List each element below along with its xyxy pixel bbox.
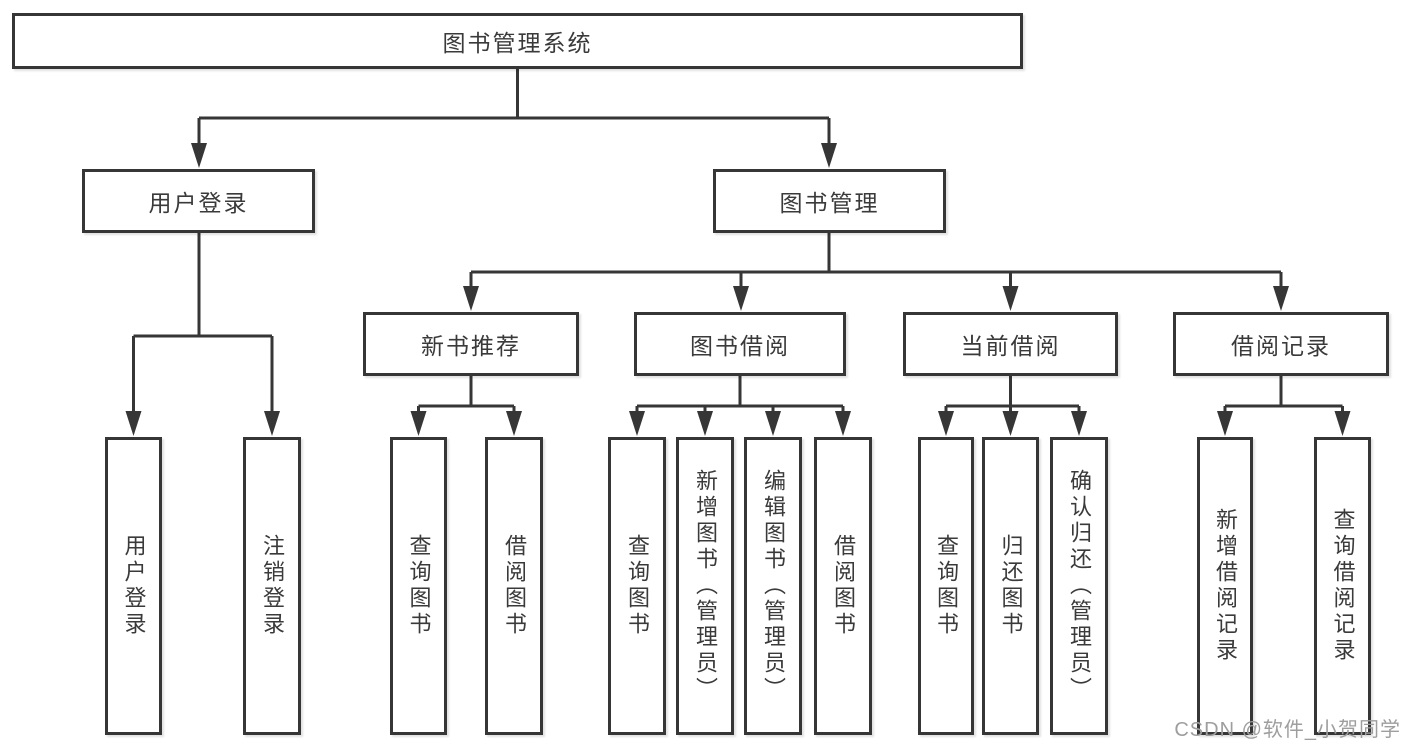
connector-paths	[132, 68, 1344, 414]
arrowheads	[125, 143, 1351, 436]
node-query-borrow-record: 查询借阅记录	[1314, 437, 1371, 735]
node-book-management: 图书管理	[713, 169, 946, 233]
node-borrow-books-borrowing: 借阅图书	[814, 437, 872, 735]
node-borrowing-records: 借阅记录	[1173, 312, 1389, 376]
node-confirm-return-admin: 确认归还（管理员）	[1050, 437, 1108, 735]
node-return-books: 归还图书	[982, 437, 1039, 735]
node-query-books-current: 查询图书	[918, 437, 974, 735]
node-current-borrowing: 当前借阅	[903, 312, 1118, 376]
watermark-text: CSDN @软件_小贺同学	[1174, 719, 1401, 741]
node-book-borrowing: 图书借阅	[634, 312, 846, 376]
node-add-books-admin: 新增图书（管理员）	[676, 437, 734, 735]
node-user-login: 用户登录	[82, 169, 315, 233]
node-edit-books-admin: 编辑图书（管理员）	[744, 437, 802, 735]
node-add-borrow-record: 新增借阅记录	[1197, 437, 1253, 735]
node-logout: 注销登录	[243, 437, 301, 735]
node-query-books-borrowing: 查询图书	[608, 437, 666, 735]
node-user-login-leaf: 用户登录	[105, 437, 162, 735]
node-new-book-recommend: 新书推荐	[363, 312, 579, 376]
node-query-books-recommend: 查询图书	[390, 437, 447, 735]
node-borrow-books-recommend: 借阅图书	[485, 437, 543, 735]
node-library-management-system: 图书管理系统	[12, 13, 1023, 69]
